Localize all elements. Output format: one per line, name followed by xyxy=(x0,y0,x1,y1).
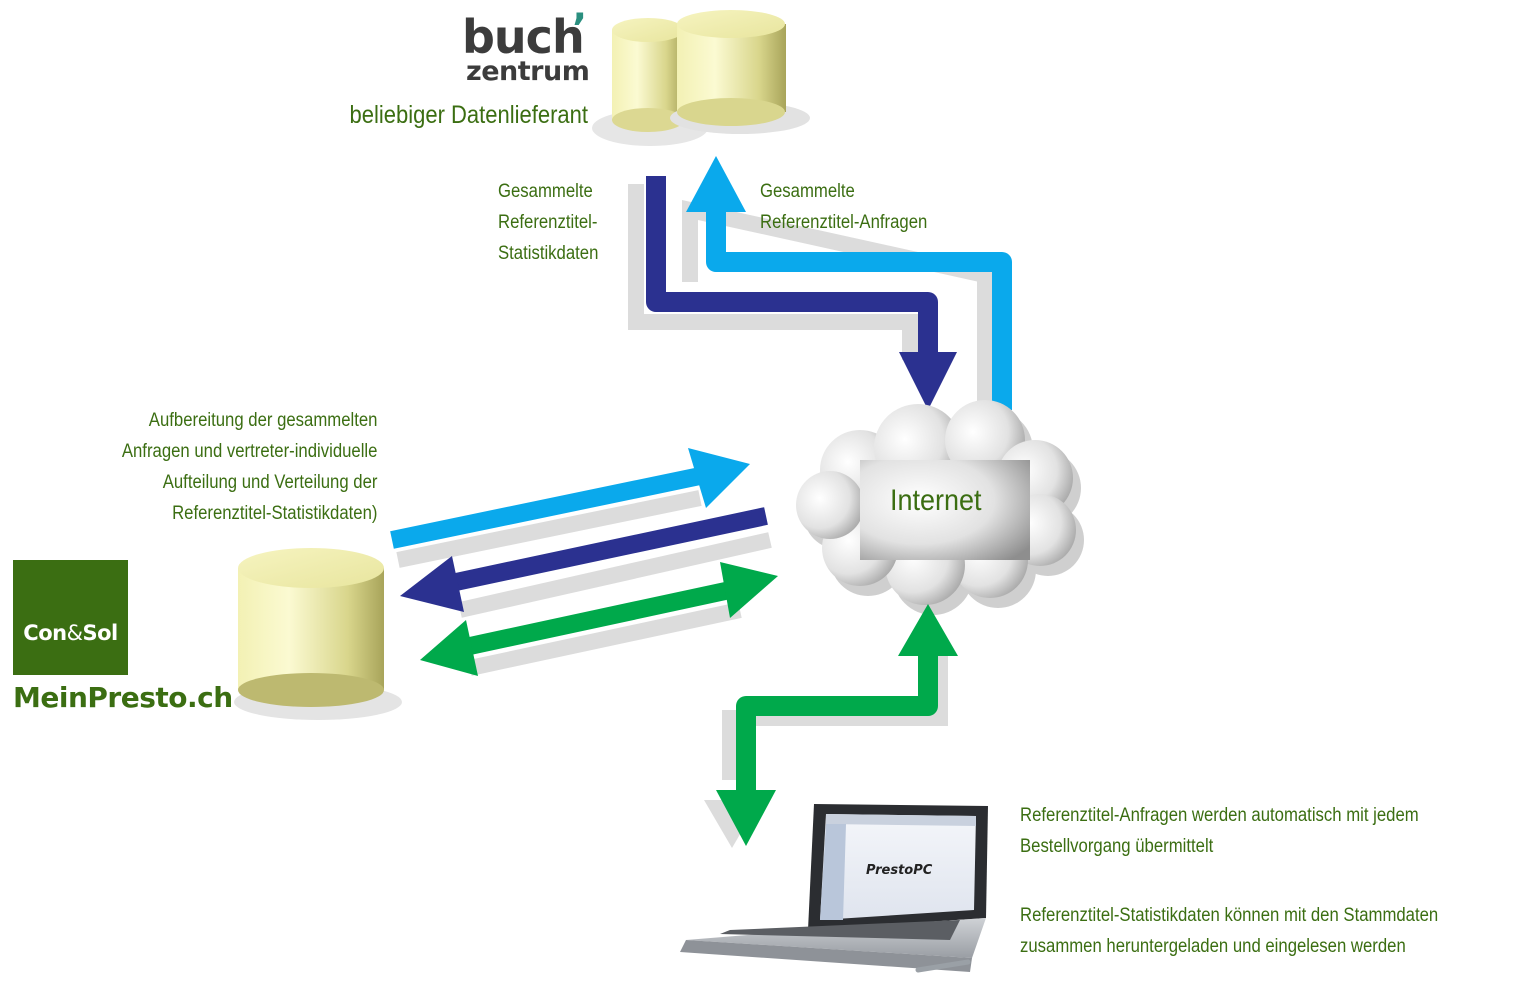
screen-brand-text: PrestoPC xyxy=(866,863,933,878)
processing-note-line: Aufbereitung der gesammelten xyxy=(148,410,377,431)
stats-down-label-line: Statistikdaten xyxy=(498,243,599,264)
internet-label: Internet xyxy=(890,484,982,517)
consol-logo-text: Con&Sol xyxy=(13,621,128,645)
requests-up-label-line: Gesammelte xyxy=(760,181,855,202)
processing-note-line: Aufteilung und Verteilung der xyxy=(162,472,377,493)
client-note-requests: Referenztitel-Anfragen werden automatisc… xyxy=(1020,800,1419,862)
client-note-statistics: Referenztitel-Statistikdaten können mit … xyxy=(1020,900,1438,962)
stats-down-label-line: Gesammelte xyxy=(498,181,593,202)
requests-up-label-line: Referenztitel-Anfragen xyxy=(760,212,928,233)
stats-down-arrow xyxy=(646,176,938,352)
logo-buch-word: buch xyxy=(462,10,585,64)
client-note-line: zusammen heruntergeladen und eingelesen … xyxy=(1020,936,1406,957)
client-note-line: Referenztitel-Anfragen werden automatisc… xyxy=(1020,805,1419,826)
client-sync-arrowhead-down xyxy=(716,790,776,846)
processing-note: Aufbereitung der gesammelten Anfragen un… xyxy=(121,405,377,529)
stats-down-label-line: Referenztitel- xyxy=(498,212,598,233)
supplier-caption: beliebiger Datenlieferant xyxy=(349,101,588,129)
logo-comma-mark: ’ xyxy=(572,6,588,52)
consol-logo-amp: & xyxy=(66,621,83,645)
laptop-icon: PrestoPC xyxy=(680,804,988,973)
stats-down-arrowhead xyxy=(899,352,957,410)
exchange-arrow xyxy=(468,581,732,655)
requests-up-label: Gesammelte Referenztitel-Anfragen xyxy=(760,176,927,238)
provider-name: MeinPresto.ch xyxy=(13,681,233,714)
client-sync-arrowhead-up xyxy=(898,604,958,656)
processing-note-line: Anfragen und vertreter-individuelle xyxy=(121,441,377,462)
client-note-line: Referenztitel-Statistikdaten können mit … xyxy=(1020,905,1439,926)
aggregate-arrow xyxy=(390,467,702,549)
exchange-arrowhead-left xyxy=(420,620,478,676)
logo-zentrum-word: zentrum xyxy=(466,56,590,87)
distribute-arrowhead xyxy=(400,556,464,612)
consol-logo-left: Con xyxy=(23,621,67,645)
processing-note-line: Referenztitel-Statistikdaten) xyxy=(171,503,377,524)
supplier-database-icon xyxy=(592,10,810,146)
consol-logo-right: Sol xyxy=(82,621,118,645)
consol-logo: Con&Sol xyxy=(13,560,128,675)
internet-cloud-icon xyxy=(796,400,1084,615)
provider-database-icon xyxy=(234,548,402,720)
exchange-arrowhead-right xyxy=(720,562,778,618)
client-sync-arrow xyxy=(736,652,938,790)
buchzentrum-logo: buch ’ zentrum xyxy=(462,6,592,87)
client-note-line: Bestellvorgang übermittelt xyxy=(1020,836,1214,857)
distribute-arrow xyxy=(454,507,768,591)
requests-up-arrowhead xyxy=(686,156,746,212)
stats-down-label: Gesammelte Referenztitel- Statistikdaten xyxy=(498,176,598,269)
aggregate-arrowhead xyxy=(688,448,750,508)
requests-up-arrow xyxy=(706,212,1012,410)
